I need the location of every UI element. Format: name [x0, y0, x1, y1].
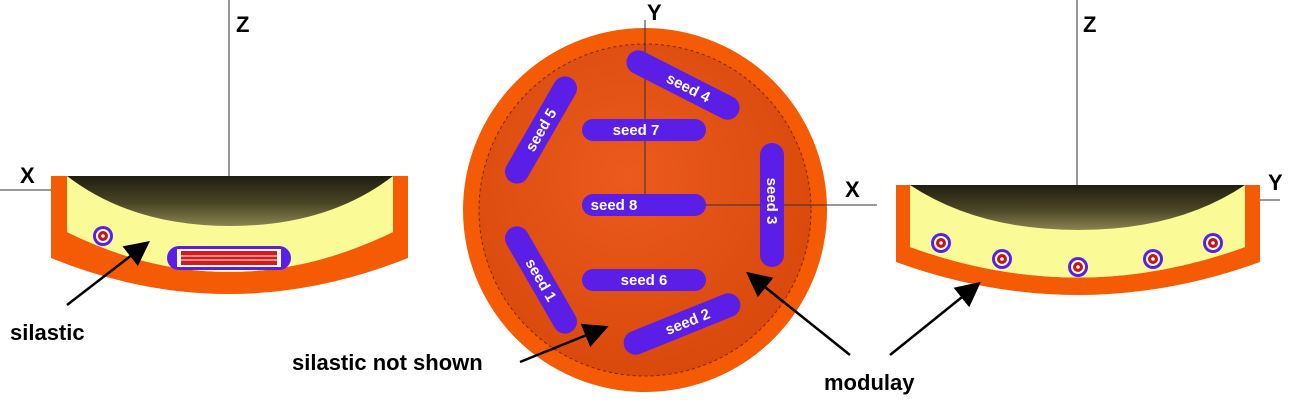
right-view: Z Y: [896, 0, 1283, 295]
left-view: Z X silastic: [0, 0, 408, 345]
right-seed-center: [1068, 257, 1088, 277]
svg-text:seed 6: seed 6: [621, 272, 668, 289]
left-eye-surface: [67, 176, 393, 226]
modulay-arrow-center: [746, 271, 851, 356]
silastic-arrow: [66, 240, 150, 306]
left-seed-end: [93, 226, 113, 246]
svg-text:seed 7: seed 7: [613, 122, 660, 139]
right-seed-3: [1203, 233, 1223, 253]
silastic-not-shown-arrow: [519, 323, 609, 364]
right-seed-5: [931, 233, 951, 253]
center-y-label: Y: [647, 0, 662, 25]
seed-7: seed 7: [582, 119, 706, 141]
center-x-label: X: [845, 177, 860, 202]
right-z-label: Z: [1083, 12, 1096, 37]
modulay-arrow-right: [889, 281, 981, 356]
right-seed-2: [1143, 249, 1163, 269]
seed-3: seed 3: [760, 143, 784, 267]
modulay-callout-group: modulay: [746, 271, 981, 395]
svg-text:seed 8: seed 8: [591, 197, 638, 214]
right-y-label: Y: [1268, 170, 1283, 195]
silastic-not-shown-callout: silastic not shown: [292, 350, 483, 375]
center-view: Y X seed 4 seed 5 seed 7 seed 3 seed 8 s…: [292, 0, 877, 392]
seed-8: seed 8: [582, 194, 706, 216]
seed-6: seed 6: [582, 269, 706, 291]
silastic-callout: silastic: [10, 320, 85, 345]
modulay-callout: modulay: [824, 370, 915, 395]
left-x-label: X: [20, 163, 35, 188]
left-seed-side: [167, 246, 291, 270]
svg-text:seed 3: seed 3: [763, 178, 780, 225]
left-z-label: Z: [236, 12, 249, 37]
right-eye-surface: [910, 185, 1245, 230]
right-seed-1: [992, 249, 1012, 269]
